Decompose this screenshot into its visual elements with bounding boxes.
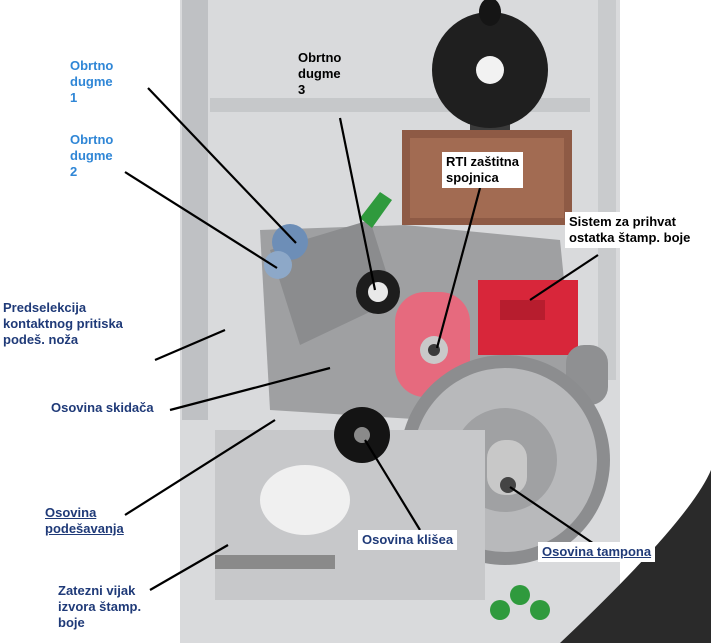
drum-arc — [560, 470, 711, 643]
green-cap-1 — [490, 600, 510, 620]
label-obrtno-dugme-3: Obrtno dugme 3 — [298, 50, 342, 97]
label-osovina-tampona: Osovina tampona — [538, 542, 656, 562]
pointer-klisea — [364, 439, 421, 531]
label-obrtno-dugme-2: Obrtno dugme 2 — [70, 132, 114, 179]
pointer-tampona — [509, 486, 601, 549]
pointer-predselekcija — [154, 328, 226, 362]
label-obrtno-dugme-1: Obrtno dugme 1 — [70, 58, 114, 105]
label-osovina-klisea: Osovina klišea — [358, 530, 458, 550]
green-cap-2 — [510, 585, 530, 605]
white-cylinder — [260, 465, 350, 535]
green-cap-3 — [530, 600, 550, 620]
pointer-skidaca — [169, 366, 331, 412]
pointer-podesavanja — [124, 419, 276, 516]
label-sistem-za-prihvat: Sistem za prihvat ostatka štamp. boje — [565, 212, 695, 248]
pointer-dugme-3 — [338, 117, 377, 291]
pointer-vijak — [149, 544, 229, 591]
label-predselekcija: Predselekcija kontaktnog pritiska podeš.… — [3, 300, 123, 347]
handwheel-knob — [479, 0, 501, 26]
rotary-knob-3-center — [368, 282, 388, 302]
black-handwheel — [432, 0, 548, 140]
pointer-dugme-2 — [124, 171, 278, 269]
pointer-dugme-1 — [147, 87, 297, 244]
tampon-shaft — [487, 440, 527, 495]
pointer-lines — [124, 87, 601, 591]
rotary-knob-2 — [264, 251, 292, 279]
pointer-sistem — [529, 254, 599, 301]
label-rti-zastitna-spojnica: RTI zaštitna spojnica — [442, 152, 523, 188]
tension-screw — [215, 555, 335, 569]
cliche-knob — [334, 407, 390, 463]
handwheel-hub — [476, 56, 504, 84]
label-zatezni-vijak: Zatezni vijak izvora štamp. boje — [58, 583, 142, 630]
ink-catcher-detail — [500, 300, 545, 320]
label-osovina-skidaca: Osovina skidača — [51, 400, 154, 415]
cliche-knob-center — [354, 427, 370, 443]
green-lever — [360, 192, 392, 228]
rotary-knob-1 — [272, 224, 308, 260]
label-osovina-podesavanja: Osovina podešavanja — [45, 505, 124, 536]
pointer-rti — [435, 187, 482, 349]
frame-right-post — [598, 0, 616, 380]
